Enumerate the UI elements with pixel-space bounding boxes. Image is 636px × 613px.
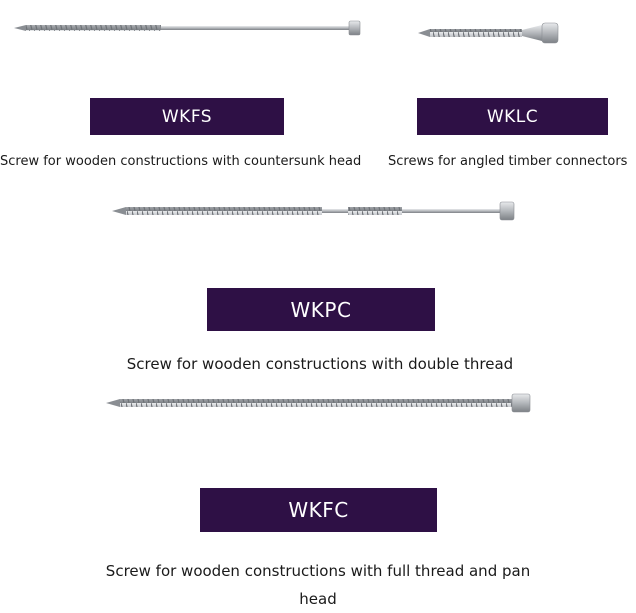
- product-description-wkfc-line1: Screw for wooden constructions with full…: [105, 562, 531, 580]
- product-name-wkpc: WKPC: [290, 297, 352, 322]
- product-label-wkfc: WKFC: [200, 488, 437, 532]
- product-description-wkfc: Screw for wooden constructions with full…: [0, 557, 636, 613]
- full-thread-screw-icon: [106, 393, 531, 413]
- product-name-wkfc: WKFC: [288, 498, 349, 522]
- double-thread-screw-icon: [112, 201, 515, 221]
- product-label-wklc: WKLC: [417, 98, 608, 135]
- product-description-wkpc: Screw for wooden constructions with doub…: [126, 355, 514, 373]
- connector-screw-icon: [418, 22, 559, 44]
- product-label-wkpc: WKPC: [207, 288, 435, 331]
- product-name-wkfs: WKFS: [161, 106, 213, 127]
- product-description-wkfs: Screw for wooden constructions with coun…: [0, 154, 362, 169]
- countersunk-screw-icon: [14, 20, 361, 36]
- product-label-wkfs: WKFS: [90, 98, 284, 135]
- product-description-wkfc-line2: head: [299, 590, 337, 608]
- product-description-wklc: Screws for angled timber connectors: [388, 154, 628, 169]
- product-name-wklc: WKLC: [486, 106, 539, 127]
